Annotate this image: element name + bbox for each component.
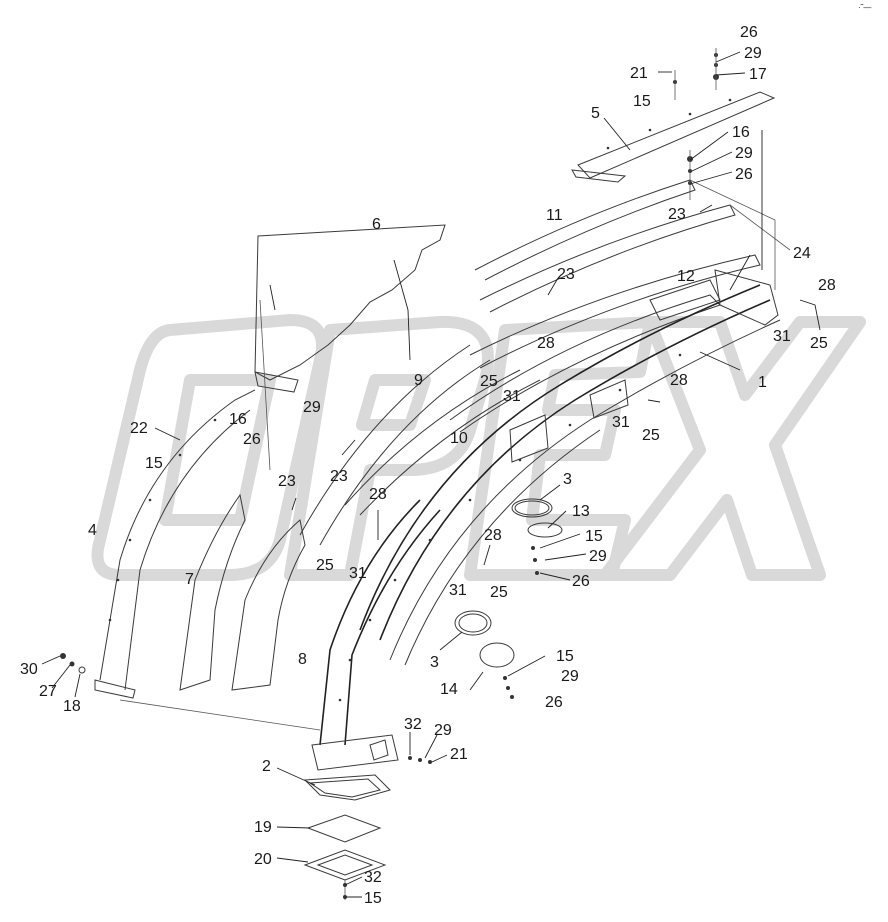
callout-c18: 25 [810, 335, 828, 352]
callout-c14: 24 [793, 245, 811, 262]
callout-c17: 31 [773, 328, 791, 345]
callout-c30: 26 [243, 431, 261, 448]
watermark-letter-x [599, 316, 866, 581]
callout-c58: 29 [434, 722, 452, 739]
callout-c29: 22 [130, 420, 148, 437]
callout-c52: 29 [561, 668, 579, 685]
callout-c35: 23 [278, 473, 296, 490]
callout-c3: 21 [630, 65, 648, 82]
callout-c4: 17 [749, 66, 767, 83]
callout-c56: 26 [545, 694, 563, 711]
callout-c16: 28 [818, 277, 836, 294]
callout-c40: 15 [585, 528, 603, 545]
callout-c24: 28 [670, 372, 688, 389]
callout-c60: 2 [262, 758, 271, 775]
callout-c64: 15 [364, 890, 382, 907]
callout-c12: 6 [372, 216, 381, 233]
part-side-panels [94, 299, 321, 731]
watermark-letter-o [91, 314, 328, 581]
callout-c48: 8 [298, 651, 307, 668]
callout-c8: 29 [735, 145, 753, 162]
callout-c51: 30 [20, 661, 38, 678]
watermark [91, 314, 866, 581]
callout-c41: 25 [316, 557, 334, 574]
callout-c54: 27 [39, 683, 57, 700]
watermark-letter-p [284, 315, 494, 581]
callout-c53: 14 [440, 681, 458, 698]
leader-lines [41, 51, 821, 898]
callout-c31: 10 [450, 430, 468, 447]
callout-c43: 29 [589, 548, 607, 565]
callout-c46: 26 [572, 573, 590, 590]
callout-c37: 13 [572, 503, 590, 520]
callout-c25: 31 [612, 414, 630, 431]
part-main-frame-1 [311, 269, 781, 771]
callout-c39: 28 [484, 527, 502, 544]
callout-c50: 15 [556, 648, 574, 665]
callout-c5: 15 [633, 93, 651, 110]
callout-c21: 25 [480, 373, 498, 390]
callout-c44: 7 [185, 571, 194, 588]
callout-c19: 1 [758, 374, 767, 391]
callout-labels: 26 29 21 17 15 5 16 29 26 11 23 6 12 24 … [20, 24, 836, 907]
corner-mark: ·˜— [858, 3, 871, 12]
callout-c28: 16 [229, 411, 247, 428]
callout-c49: 3 [430, 654, 439, 671]
callout-c10: 11 [546, 207, 563, 224]
callout-c23: 9 [414, 372, 423, 389]
callout-c13: 12 [677, 268, 695, 285]
callout-c45: 25 [490, 584, 508, 601]
callout-c59: 21 [450, 746, 468, 763]
callout-c26: 25 [642, 427, 660, 444]
callout-c9: 26 [735, 166, 753, 183]
callout-c42: 31 [349, 565, 367, 582]
callout-c34: 3 [563, 471, 572, 488]
callout-c20: 28 [537, 335, 555, 352]
callout-c27: 29 [303, 399, 321, 416]
callout-c1: 26 [740, 24, 758, 41]
callout-c33: 23 [330, 468, 348, 485]
callout-c57: 32 [404, 716, 422, 733]
callout-c63: 32 [364, 869, 382, 886]
callout-c7: 16 [732, 124, 750, 141]
callout-c47: 31 [449, 582, 467, 599]
callout-c36: 28 [369, 486, 387, 503]
callout-c15: 23 [557, 266, 575, 283]
callout-c22: 31 [503, 388, 521, 405]
callout-c2: 29 [744, 45, 762, 62]
callout-c11: 23 [668, 206, 686, 223]
callout-c38: 4 [88, 522, 97, 539]
part-gaskets [60, 498, 563, 900]
callout-c6: 5 [591, 105, 600, 122]
callout-c55: 18 [63, 698, 81, 715]
callout-c62: 20 [254, 851, 272, 868]
callout-c32: 15 [145, 455, 163, 472]
part-curved-panels [254, 179, 791, 546]
callout-c61: 19 [254, 819, 272, 836]
